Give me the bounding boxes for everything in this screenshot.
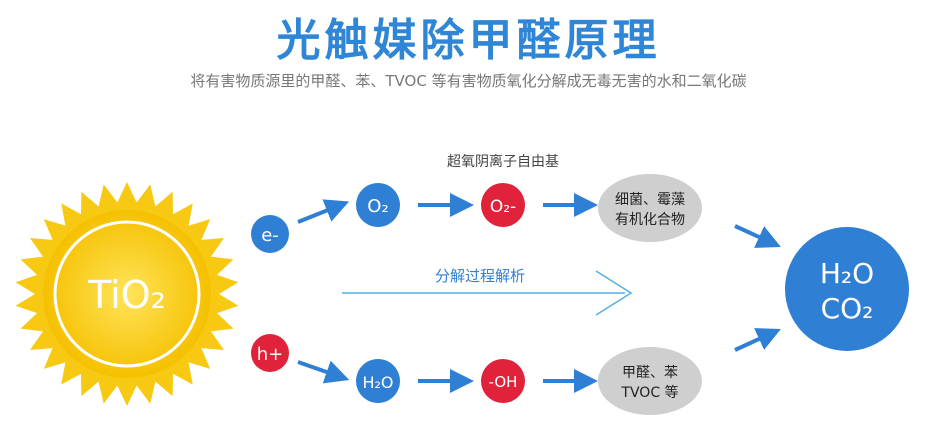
page-title: 光触媒除甲醛原理 (276, 15, 661, 66)
water-label: H₂O (362, 373, 393, 392)
target-top-line2: 有机化合物 (615, 212, 685, 228)
superoxide-label: O₂- (490, 197, 516, 217)
radical-caption: 超氧阴离子自由基 (447, 153, 559, 170)
page-subtitle: 将有害物质源里的甲醛、苯、TVOC 等有害物质氧化分解成无毒无害的水和二氧化碳 (190, 72, 747, 90)
hydroxyl-node (481, 359, 525, 403)
arrow-icon (297, 360, 350, 384)
superoxide-node (481, 183, 525, 227)
water-node (356, 359, 400, 403)
hole-label: h+ (257, 344, 284, 365)
oxygen-node (356, 183, 400, 227)
target-bottom-node (598, 347, 702, 415)
product-line1: H₂O (820, 257, 874, 290)
electron-node (251, 215, 289, 253)
target-bottom-line2: TVOC 等 (620, 384, 678, 401)
hydroxyl-label: -OH (489, 373, 518, 391)
arrow-icon (734, 224, 781, 248)
target-bottom-line1: 甲醛、苯 (622, 364, 678, 381)
target-top-line1: 细菌、霉藻 (615, 192, 685, 208)
electron-label: e- (261, 225, 279, 246)
product-line2: CO₂ (821, 292, 874, 325)
oxygen-label: O₂ (367, 196, 388, 217)
process-arrow-head-icon (595, 270, 633, 316)
target-top-node (598, 174, 702, 242)
arrow-icon (734, 328, 781, 352)
arrow-icon (297, 199, 350, 224)
product-node (785, 227, 909, 351)
sun-label: TiO₂ (87, 273, 166, 317)
sun-icon: TiO₂ (15, 182, 239, 406)
hole-node (251, 334, 289, 372)
process-label: 分解过程解析 (435, 267, 525, 285)
